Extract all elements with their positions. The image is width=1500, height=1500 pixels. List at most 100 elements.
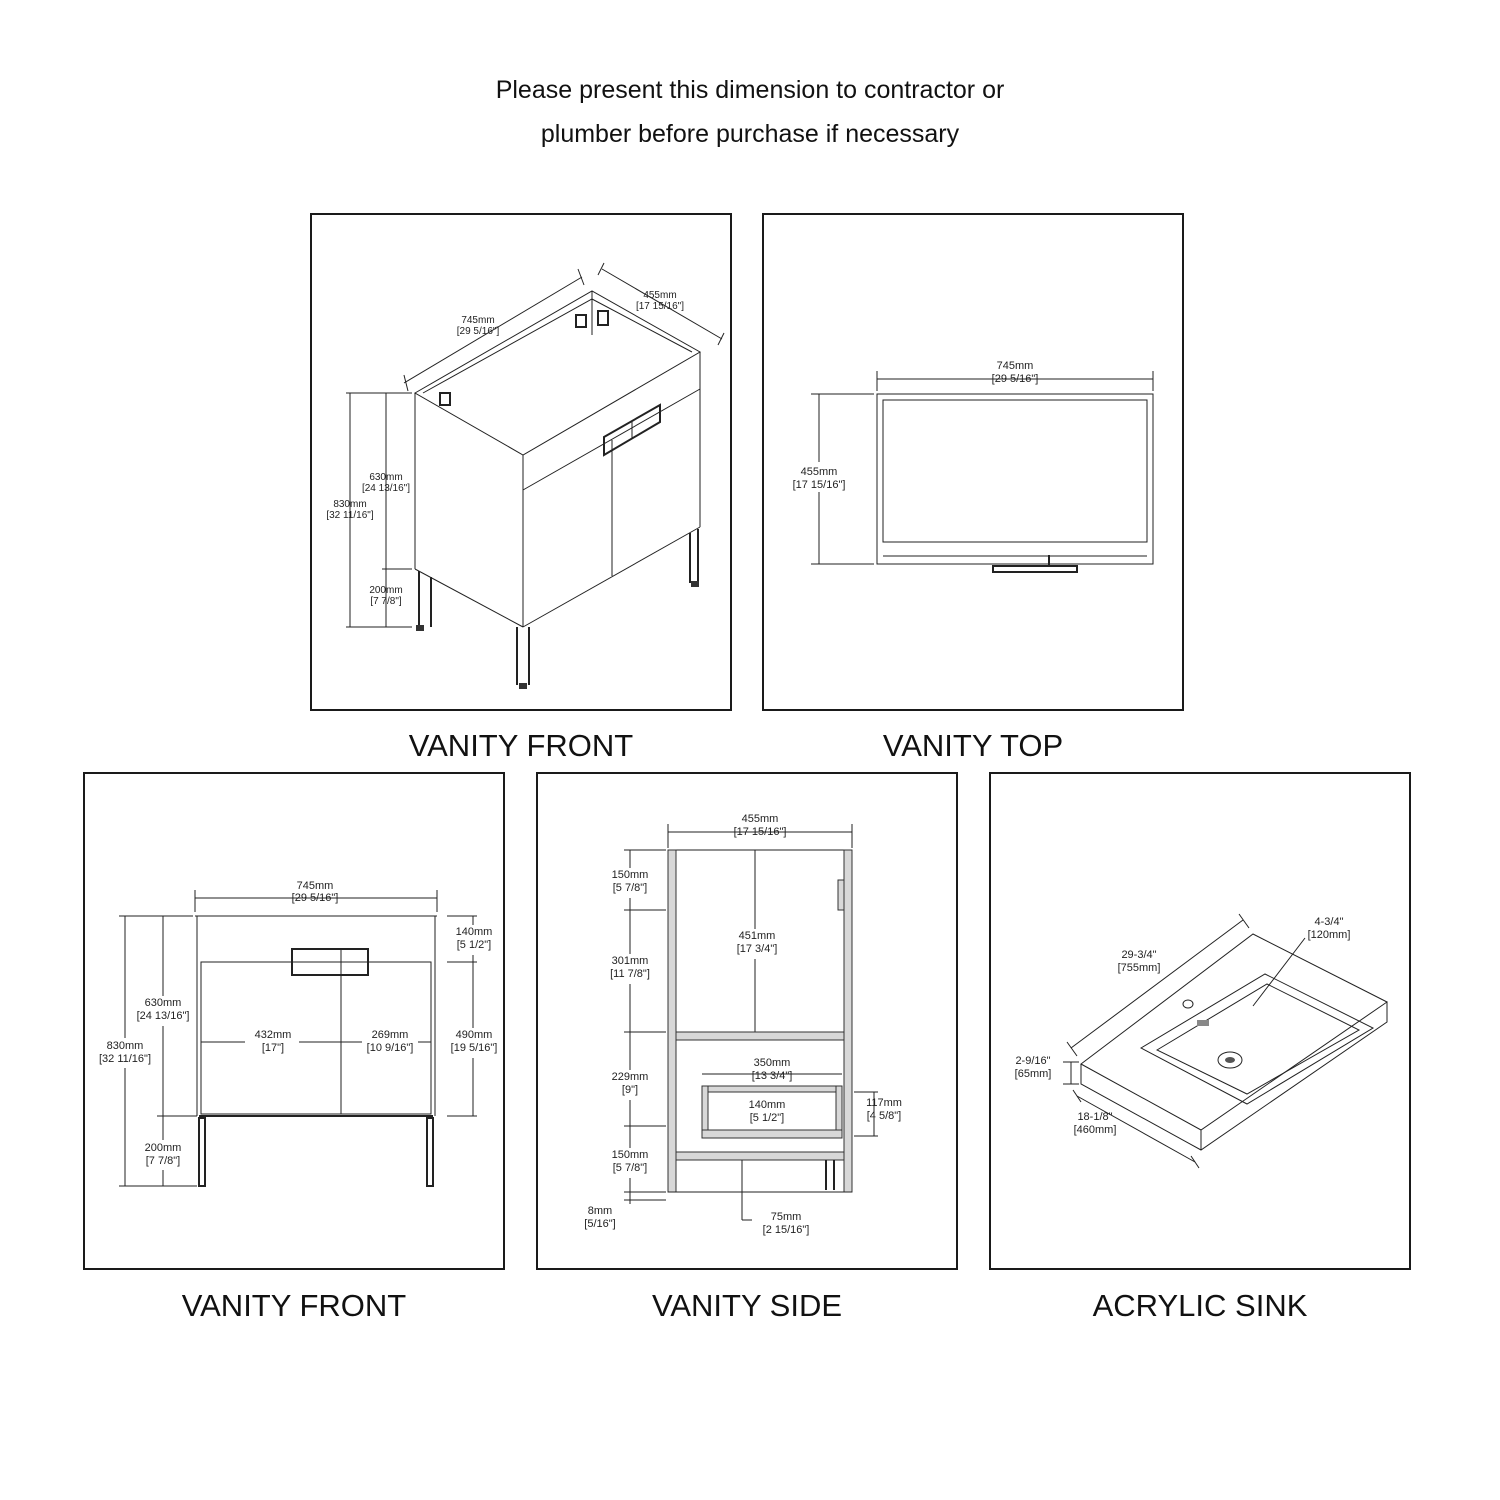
width-mm: 745mm: [461, 315, 494, 326]
depth-in: [17 15/16"]: [636, 301, 684, 312]
side-depth-mm: 455mm: [742, 813, 779, 825]
caption-vanity-front: VANITY FRONT: [181, 1288, 407, 1323]
drain: [1217, 1051, 1243, 1069]
top-width-in: [29 5/16"]: [992, 373, 1039, 385]
front-total-mm: 830mm: [107, 1040, 144, 1052]
top-width-mm: 745mm: [997, 360, 1034, 372]
vanity-side-panel: 455mm [17 15/16"] 451mm [17 3/4"] 350mm …: [536, 772, 958, 1270]
right-leg: [426, 1117, 434, 1187]
vanity-front-drawing: 745mm [29 5/16"] 432mm [17"] 269mm [10 9…: [95, 880, 503, 1187]
front-body-mm: 630mm: [145, 997, 182, 1009]
drawer-bottom: [701, 1129, 843, 1139]
back-panel: [667, 849, 677, 1193]
side-a-in: [5 7/8"]: [613, 882, 647, 894]
right-door-mm: 269mm: [372, 1029, 409, 1041]
top-outer: [876, 393, 1154, 565]
faucet-hole: [1182, 999, 1194, 1009]
front-leg-in: [7 7/8"]: [146, 1155, 180, 1167]
side-g-in: [2 15/16"]: [763, 1224, 810, 1236]
drawer-line: [522, 388, 701, 491]
side-e-mm: 150mm: [612, 1149, 649, 1161]
sink-height-mm: [65mm]: [1015, 1068, 1052, 1080]
depth-dim-line: [601, 268, 723, 340]
vanity-top-drawing: 745mm [29 5/16"] 455mm [17 15/16"]: [784, 360, 1154, 573]
side-drawer-in: [5 1/2"]: [750, 1112, 784, 1124]
wall-bracket: [597, 310, 609, 326]
mid-shelf: [675, 1031, 845, 1041]
side-g-mm: 75mm: [771, 1211, 802, 1223]
sink-basin-outer: [1139, 973, 1375, 1105]
sink-basin-inner: [1155, 983, 1361, 1095]
top-handle: [992, 565, 1078, 573]
vanity-front-panel: 745mm [29 5/16"] 432mm [17"] 269mm [10 9…: [83, 772, 505, 1270]
front-total-in: [32 11/16"]: [99, 1053, 151, 1065]
sink-width-mm: [755mm]: [1118, 962, 1161, 974]
sink-depth-mm: [460mm]: [1074, 1124, 1117, 1136]
bottom-shelf: [675, 1151, 845, 1161]
front-body-in: [24 13/16"]: [137, 1010, 190, 1022]
side-c-in: [9"]: [622, 1084, 638, 1096]
leg-mm: 200mm: [369, 585, 402, 596]
body-mm: 630mm: [369, 472, 402, 483]
hole-dim-leader: [1252, 937, 1306, 1007]
side-shelf-mm: 350mm: [754, 1057, 791, 1069]
sink-edge: [1080, 1002, 1388, 1151]
total-in: [32 11/16"]: [326, 510, 374, 521]
front-top-mm: 140mm: [456, 926, 493, 938]
front-top-in: [5 1/2"]: [457, 939, 491, 951]
side-b-mm: 301mm: [612, 955, 649, 967]
side-a-mm: 150mm: [612, 869, 649, 881]
cabinet-top-outline: [413, 290, 702, 456]
front-panel: [843, 849, 853, 1193]
front-leg-mm: 200mm: [145, 1142, 182, 1154]
left-door-in: [17"]: [262, 1042, 284, 1054]
right-door-in: [10 9/16"]: [367, 1042, 414, 1054]
sink-width-in: 29-3/4": [1121, 949, 1156, 961]
leg-in: [7 7/8"]: [370, 596, 402, 607]
caption-vanity-top: VANITY TOP: [882, 728, 1064, 763]
side-f-in: [5/16"]: [584, 1218, 615, 1230]
wall-bracket: [439, 392, 451, 406]
wall-bracket: [575, 314, 587, 328]
front-door-mm: 490mm: [456, 1029, 493, 1041]
sink-hole-mm: [120mm]: [1308, 929, 1351, 941]
door-frame: [200, 961, 432, 1115]
sink-height-in: 2-9/16": [1015, 1055, 1050, 1067]
overflow: [1197, 1020, 1209, 1026]
top-depth-in: [17 15/16"]: [793, 479, 846, 491]
side-depth-in: [17 15/16"]: [734, 826, 787, 838]
instruction-line-1: Please present this dimension to contrac…: [495, 76, 1005, 104]
width-in: [29 5/16"]: [457, 326, 500, 337]
side-drawer-mm: 140mm: [749, 1099, 786, 1111]
instruction-line-2: plumber before purchase if necessary: [540, 120, 960, 148]
vanity-front-iso-panel: 745mm [29 5/16"] 455mm [17 15/16"] 630mm…: [310, 213, 732, 711]
sink-depth-in: 18-1/8": [1077, 1111, 1112, 1123]
left-door-mm: 432mm: [255, 1029, 292, 1041]
side-c-mm: 229mm: [612, 1071, 649, 1083]
vanity-side-drawing: 455mm [17 15/16"] 451mm [17 3/4"] 350mm …: [584, 813, 902, 1236]
front-handle: [291, 948, 369, 976]
side-h-in: [4 5/8"]: [867, 1110, 901, 1122]
body-in: [24 13/16"]: [362, 483, 410, 494]
width-dim-line: [403, 276, 583, 384]
front-door-in: [19 5/16"]: [451, 1042, 498, 1054]
side-h-mm: 117mm: [866, 1097, 902, 1109]
sink-hole-in: 4-3/4": [1315, 916, 1344, 928]
depth-mm: 455mm: [643, 290, 676, 301]
front-width-mm: 745mm: [297, 880, 334, 892]
side-inner-in: [17 3/4"]: [737, 943, 778, 955]
side-inner-mm: 451mm: [739, 930, 776, 942]
acrylic-sink-drawing: 29-3/4" [755mm] 4-3/4" [120mm] 2-9/16" […: [1015, 913, 1388, 1169]
vanity-front-iso-drawing: 745mm [29 5/16"] 455mm [17 15/16"] 630mm…: [326, 262, 725, 689]
front-width-in: [29 5/16"]: [292, 892, 339, 904]
side-shelf-in: [13 3/4"]: [752, 1070, 793, 1082]
caption-vanity-front-iso: VANITY FRONT: [408, 728, 634, 763]
vanity-top-panel: 745mm [29 5/16"] 455mm [17 15/16"]: [762, 213, 1184, 711]
sink-depth-dim: [1076, 1095, 1196, 1163]
left-leg: [198, 1117, 206, 1187]
side-b-in: [11 7/8"]: [610, 968, 650, 980]
top-depth-mm: 455mm: [801, 466, 838, 478]
handle: [603, 403, 661, 457]
sink-width-dim: [1070, 919, 1244, 1049]
caption-vanity-side: VANITY SIDE: [651, 1288, 843, 1323]
